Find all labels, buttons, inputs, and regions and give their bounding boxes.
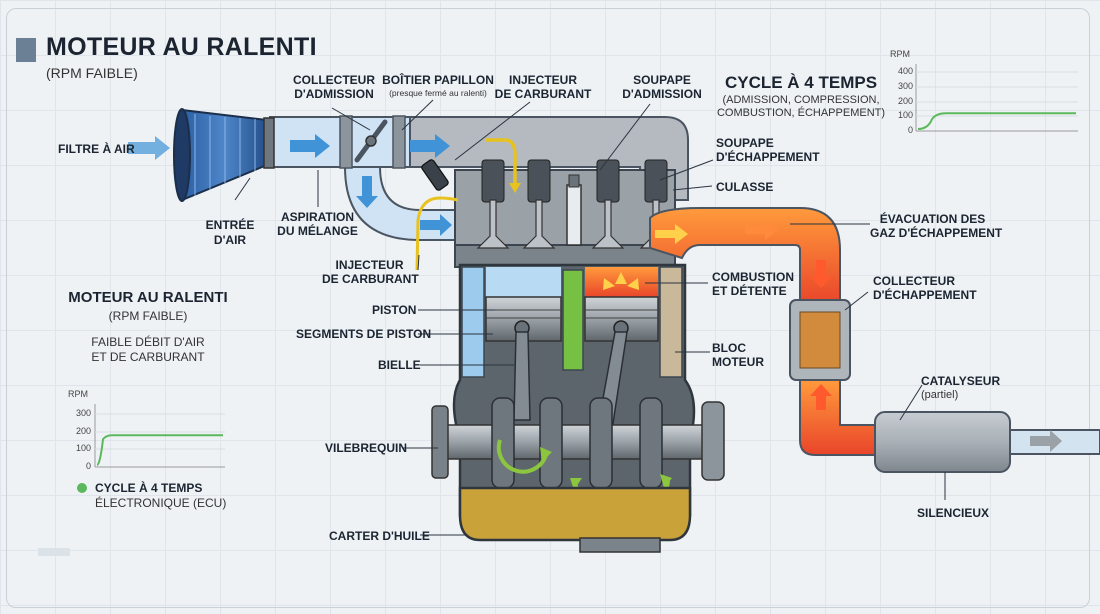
- left-rpm-chart: [94, 404, 225, 468]
- label-intake-manifold-2: D'ADMISSION: [294, 87, 374, 101]
- ecu-legend-line-1: CYCLE À 4 TEMPS: [95, 481, 203, 495]
- left-rpm-line: [96, 434, 223, 466]
- label-combustion-1: COMBUSTION: [712, 270, 794, 284]
- label-exhaust-valve-2: D'ÉCHAPPEMENT: [716, 150, 820, 164]
- exhaust-arrows: [655, 220, 1062, 452]
- label-exhaust-evac-2: GAZ D'ÉCHAPPEMENT: [870, 226, 1003, 240]
- intake-chamber: [486, 267, 561, 297]
- frame-border: [6, 8, 1090, 608]
- label-piston: PISTON: [372, 303, 417, 317]
- left-panel-desc-2: ET DE CARBURANT: [91, 350, 205, 364]
- label-exhaust-manifold-1: COLLECTEUR: [873, 274, 955, 288]
- fuel-line: [415, 196, 459, 271]
- label-crankshaft: VILEBREQUIN: [325, 441, 408, 455]
- label-throttle-1: BOÎTIER PAPILLON: [382, 73, 494, 87]
- label-exhaust-evac-1: ÉVACUATION DES: [879, 212, 986, 226]
- label-exhaust-valve-1: SOUPAPE: [716, 136, 774, 150]
- cycle-desc-1: (ADMISSION, COMPRESSION,: [722, 94, 880, 106]
- left-rpm-tick: 200: [75, 426, 91, 436]
- left-rpm-tick: 100: [75, 443, 91, 453]
- cycle-title: CYCLE À 4 TEMPS: [724, 73, 878, 92]
- cycle-desc-2: COMBUSTION, ÉCHAPPEMENT): [716, 107, 886, 119]
- left-panel-sub: (RPM FAIBLE): [108, 309, 188, 323]
- title-accent-bar: [16, 38, 36, 62]
- left-rpm-tick: 300: [75, 408, 91, 418]
- label-air-inlet-2: D'AIR: [213, 233, 247, 247]
- left-panel-desc-1: FAIBLE DÉBIT D'AIR: [91, 335, 205, 349]
- fuel-injector-top: [421, 159, 449, 191]
- combustion-burst: [603, 272, 639, 290]
- top-rpm-tick: 200: [897, 96, 913, 106]
- label-cylinder-head: CULASSE: [716, 180, 774, 194]
- label-intake-valve-1: SOUPAPE: [633, 73, 691, 87]
- label-air-filter: FILTRE À AIR: [58, 142, 135, 156]
- top-rpm-chart: [915, 64, 1078, 132]
- spark-plug: [566, 174, 582, 246]
- decor-bar: [38, 548, 70, 556]
- throttle-valve: [354, 119, 388, 163]
- ecu-legend-line-2: ÉLECTRONIQUE (ECU): [95, 496, 227, 510]
- label-muffler: SILENCIEUX: [917, 506, 990, 520]
- top-rpm-ylabel: RPM: [890, 49, 910, 59]
- fuel-flow-arrow: [485, 138, 517, 185]
- label-combustion-2: ET DÉTENTE: [712, 284, 787, 298]
- left-panel-title: MOTEUR AU RALENTI: [68, 289, 228, 306]
- air-filter: [173, 108, 275, 202]
- top-rpm-tick: 400: [897, 66, 913, 76]
- label-catalyst-1: CATALYSEUR: [921, 374, 1001, 388]
- label-injector-low-1: INJECTEUR: [335, 258, 404, 272]
- left-rpm-tick: 0: [85, 461, 91, 471]
- top-rpm-tick: 100: [897, 110, 913, 120]
- oil-pan-fins: [579, 537, 661, 553]
- valve-springs: [481, 159, 668, 203]
- label-engine-block-2: MOTEUR: [712, 355, 764, 369]
- pistons: [485, 296, 659, 342]
- label-intake-valve-2: D'ADMISSION: [622, 87, 702, 101]
- intake-pipe: [269, 115, 689, 241]
- page-subtitle: (RPM FAIBLE): [46, 65, 138, 81]
- label-engine-block-1: BLOC: [712, 341, 746, 355]
- left-rpm-ylabel: RPM: [68, 389, 88, 399]
- label-piston-rings: SEGMENTS DE PISTON: [296, 327, 432, 341]
- oil-pan: [458, 486, 692, 542]
- rotation-arrow-heads: [540, 447, 672, 490]
- label-injector-top-2: DE CARBURANT: [494, 87, 592, 101]
- fuel-arrow-head: [509, 183, 521, 193]
- leader-lines: [234, 99, 946, 536]
- label-exhaust-manifold-2: D'ÉCHAPPEMENT: [873, 288, 977, 302]
- label-air-inlet-1: ENTRÉE: [205, 218, 255, 232]
- page-title: MOTEUR AU RALENTI: [46, 33, 317, 61]
- top-rpm-tick: 300: [897, 81, 913, 91]
- ecu-legend-dot: [77, 483, 87, 493]
- label-connecting-rod: BIELLE: [378, 358, 421, 372]
- label-intake-manifold-1: COLLECTEUR: [293, 73, 375, 87]
- label-injector-low-2: DE CARBURANT: [322, 272, 419, 286]
- top-rpm-line: [917, 112, 1076, 130]
- label-catalyst-2: (partiel): [921, 389, 959, 401]
- label-injector-top-1: INJECTEUR: [508, 73, 577, 87]
- label-oil-pan: CARTER D'HUILE: [329, 529, 430, 543]
- label-throttle-2: (presque fermé au ralenti): [389, 88, 487, 98]
- label-aspiration-2: DU MÉLANGE: [277, 224, 358, 238]
- top-rpm-tick: 0: [907, 125, 913, 135]
- label-aspiration-1: ASPIRATION: [280, 210, 355, 224]
